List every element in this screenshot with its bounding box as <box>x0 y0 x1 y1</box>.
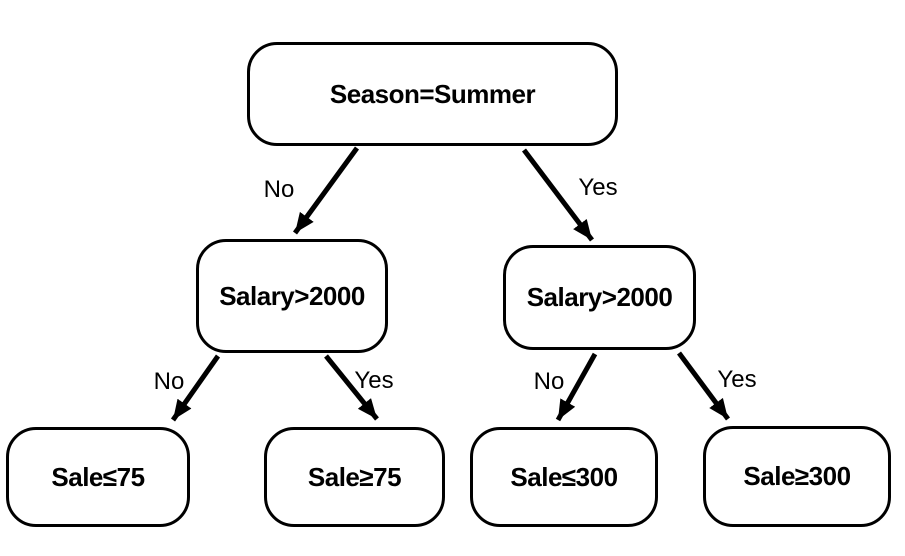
edge-arrow-root-yes <box>522 148 594 242</box>
tree-node-sale-le-300: Sale≤300 <box>470 427 658 527</box>
node-label-salary-2000-right: Salary>2000 <box>526 282 673 312</box>
edge-label-root-yes: Yes <box>578 174 618 201</box>
edge-label-salary-right-no: No <box>533 368 565 395</box>
node-label-salary-2000-left: Salary>2000 <box>219 280 365 311</box>
tree-node-salary-2000-right: Salary>2000 <box>503 245 696 350</box>
edge-arrow-salary-right-no <box>555 352 598 422</box>
tree-node-season-summer: Season=Summer <box>247 42 618 146</box>
edge-arrow-salary-left-no <box>170 354 221 422</box>
node-label-sale-ge-300: Sale≥300 <box>743 461 851 491</box>
node-label-sale-ge-75: Sale≥75 <box>307 461 402 492</box>
node-label-sale-le-75: Sale≤75 <box>51 461 145 492</box>
edge-label-salary-left-no: No <box>153 368 185 395</box>
edge-arrow-salary-left-yes <box>324 354 379 421</box>
edge-label-salary-right-yes: Yes <box>717 366 757 393</box>
tree-node-sale-le-75: Sale≤75 <box>6 427 190 527</box>
node-label-sale-le-300: Sale≤300 <box>510 461 618 492</box>
tree-node-sale-ge-300: Sale≥300 <box>703 426 891 527</box>
tree-node-salary-2000-left: Salary>2000 <box>196 239 388 353</box>
edge-arrow-salary-right-yes <box>676 351 731 421</box>
edge-arrow-root-no <box>292 146 360 235</box>
tree-node-sale-ge-75: Sale≥75 <box>264 427 445 527</box>
node-label-season-summer: Season=Summer <box>329 78 536 109</box>
edge-label-root-no: No <box>263 176 295 203</box>
edge-label-salary-left-yes: Yes <box>354 367 394 394</box>
